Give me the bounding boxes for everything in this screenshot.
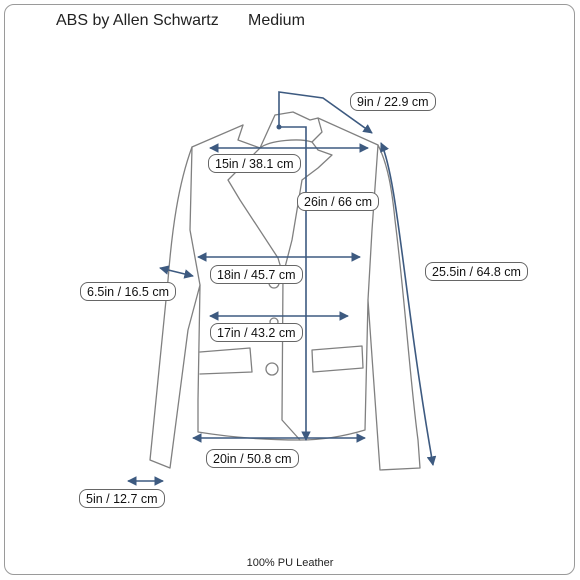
left-pocket (199, 347, 253, 375)
waist-label: 17in / 43.2 cm (210, 323, 303, 342)
right-side-seam (367, 144, 379, 301)
right-pocket (311, 345, 364, 373)
sleeve-length-label: 25.5in / 64.8 cm (425, 262, 528, 281)
chart-frame (4, 4, 575, 575)
shoulder-width-label: 15in / 38.1 cm (208, 154, 301, 173)
material-label: 100% PU Leather (246, 557, 334, 569)
length-line (279, 126, 311, 441)
left-side-seam (189, 146, 201, 286)
brand-label: ABS by Allen Schwartz (56, 12, 219, 29)
bicep-line (159, 265, 194, 279)
size-label: Medium (248, 12, 305, 29)
button-bottom (265, 362, 279, 376)
hem-label: 20in / 50.8 cm (206, 449, 299, 468)
sleeve-length-line (380, 142, 437, 466)
front-edge (281, 274, 301, 441)
collar (237, 111, 323, 149)
shoulder-slope-line (278, 91, 373, 134)
cuff-label: 5in / 12.7 cm (79, 489, 165, 508)
length-label: 26in / 66 cm (297, 192, 380, 211)
chest-label: 18in / 45.7 cm (210, 265, 303, 284)
collar-back (259, 139, 313, 149)
shoulder-slope-label: 9in / 22.9 cm (350, 92, 436, 111)
dimension-lines (127, 91, 437, 486)
bicep-label: 6.5in / 16.5 cm (80, 282, 176, 301)
